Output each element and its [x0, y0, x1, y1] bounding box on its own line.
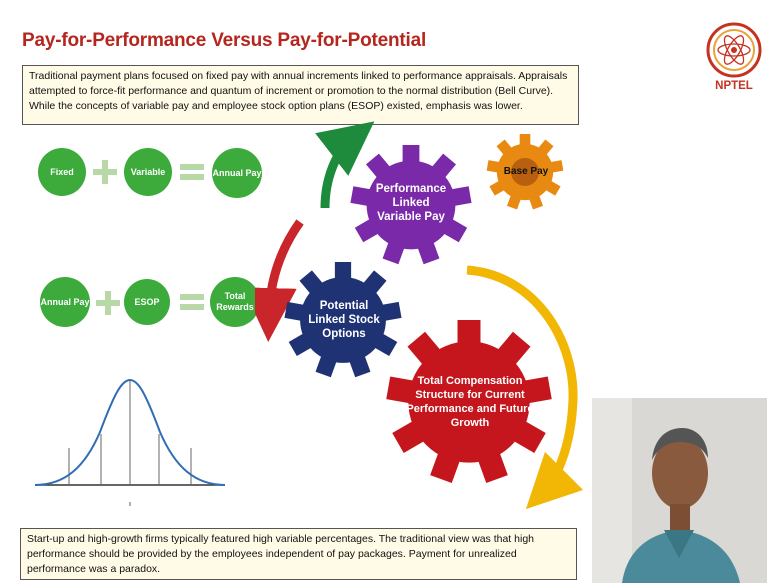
- annual-pay-circle: Annual Pay: [212, 148, 262, 198]
- total-rewards-circle: Total Rewards: [210, 277, 260, 327]
- red-arrow: [255, 219, 304, 342]
- intro-textbox: Traditional payment plans focused on fix…: [22, 65, 579, 125]
- compensation-gears-diagram: [255, 121, 584, 510]
- nptel-logo: NPTEL: [705, 20, 763, 100]
- performance-gear-label: Performance Linked Variable Pay: [375, 183, 447, 223]
- equals-icon: [180, 292, 204, 312]
- fixed-circle: Fixed: [38, 148, 86, 196]
- equals-icon: [180, 162, 204, 182]
- footer-textbox: Start-up and high-growth firms typically…: [20, 528, 577, 580]
- plus-icon: [93, 160, 117, 184]
- logo-text: NPTEL: [715, 80, 753, 92]
- total-comp-gear-label: Total Compensation Structure for Current…: [406, 375, 534, 429]
- yellow-arrow: [466, 265, 584, 510]
- esop-circle: ESOP: [124, 279, 170, 325]
- slide-title: Pay-for-Performance Versus Pay-for-Poten…: [22, 30, 427, 51]
- presenter-video: [592, 398, 767, 583]
- bell-curve-chart: [34, 378, 226, 506]
- base-pay-gear-label: Base Pay: [503, 166, 549, 177]
- annual-pay-circle-2: Annual Pay: [40, 277, 90, 327]
- potential-gear-label: Potential Linked Stock Options: [308, 300, 380, 340]
- green-arrow: [315, 121, 375, 209]
- variable-circle: Variable: [124, 148, 172, 196]
- plus-icon: [96, 291, 120, 315]
